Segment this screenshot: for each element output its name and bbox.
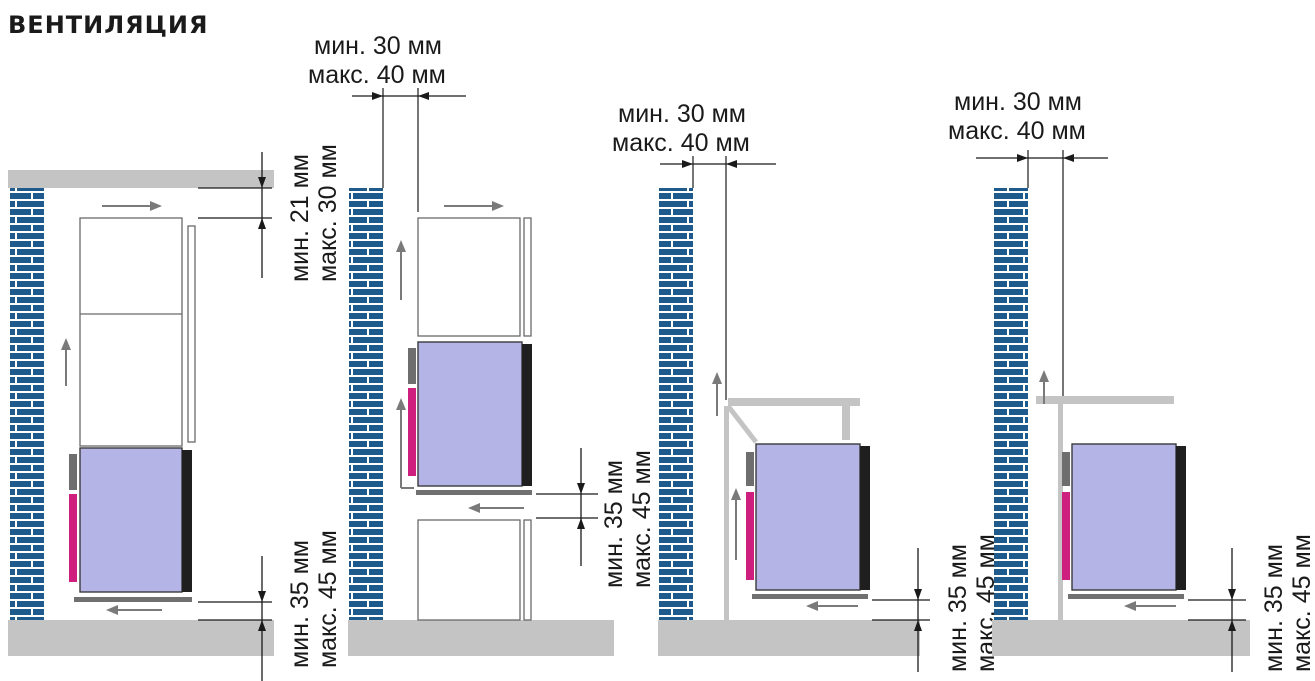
appliance — [1062, 443, 1186, 599]
label-max40: макс. 40 мм — [612, 129, 750, 157]
airflow-arrow-icon — [712, 372, 858, 611]
floor-slab — [992, 620, 1250, 656]
label-min30: мин. 30 мм — [618, 100, 746, 128]
appliance — [746, 443, 870, 599]
handle-icon — [69, 494, 77, 582]
airflow-arrow-icon — [1039, 370, 1176, 611]
label-min21: мин. 21 мм — [286, 154, 314, 282]
appliance — [408, 341, 532, 495]
diagram-title: ВЕНТИЛЯЦИЯ — [8, 11, 208, 39]
label-min30: мин. 30 мм — [314, 32, 442, 60]
label-min35: мин. 35 мм — [286, 540, 314, 668]
floor-slab — [8, 620, 274, 656]
panel-middle-installation: мин. 30 мм макс. 40 мм мин. 35 мм макс. … — [308, 32, 656, 656]
airflow-arrow-icon — [61, 201, 162, 615]
dimension-bottom-gap: мин. 35 мм макс. 45 мм — [198, 530, 342, 681]
label-max40: макс. 40 мм — [308, 61, 446, 89]
label-max45: макс. 45 мм — [314, 530, 342, 668]
dimension-middle-gap: мин. 35 мм макс. 45 мм — [536, 448, 656, 588]
dimension-wall-gap: мин. 30 мм макс. 40 мм — [612, 100, 776, 400]
label-max45: макс. 45 мм — [628, 450, 656, 588]
label-min30: мин. 30 мм — [954, 88, 1082, 116]
appliance — [69, 447, 192, 602]
lower-cabinet — [417, 519, 521, 621]
panel-under-counter-installation-alt: мин. 30 мм макс. 40 мм мин. 35 мм макс. … — [948, 88, 1315, 672]
brick-wall — [994, 188, 1028, 620]
label-min35: мин. 35 мм — [600, 460, 628, 588]
label-min35: мин. 35 мм — [944, 544, 972, 672]
brick-wall — [10, 188, 44, 620]
panel-column-installation: мин. 21 мм макс. 30 мм мин. 35 мм макс. … — [8, 144, 342, 681]
cabinet-door-edge — [187, 225, 196, 443]
floor-slab — [348, 620, 614, 656]
handle-icon — [746, 492, 754, 580]
upper-cabinet — [417, 217, 521, 337]
dimension-top-gap: мин. 21 мм макс. 30 мм — [198, 144, 342, 282]
floor-slab — [658, 620, 920, 656]
handle-icon — [408, 388, 416, 476]
handle-icon — [1062, 492, 1070, 580]
label-max40: макс. 40 мм — [948, 117, 1086, 145]
panel-under-counter-installation: мин. 30 мм макс. 40 мм мин. 35 мм макс. … — [612, 100, 1000, 672]
tall-cabinet — [79, 217, 183, 447]
ceiling-slab — [8, 170, 274, 188]
brick-wall — [659, 188, 693, 620]
dimension-wall-gap: мин. 30 мм макс. 40 мм — [308, 32, 466, 212]
brick-wall — [349, 188, 383, 620]
countertop — [1036, 396, 1174, 404]
label-max45: макс. 45 мм — [1288, 534, 1315, 672]
label-min35: мин. 35 мм — [1260, 544, 1288, 672]
label-max30: макс. 30 мм — [314, 144, 342, 282]
airflow-arrow-icon — [396, 201, 524, 513]
dimension-bottom-gap: мин. 35 мм макс. 45 мм — [1188, 534, 1315, 672]
dimension-wall-gap: мин. 30 мм макс. 40 мм — [948, 88, 1108, 396]
countertop — [728, 398, 860, 406]
